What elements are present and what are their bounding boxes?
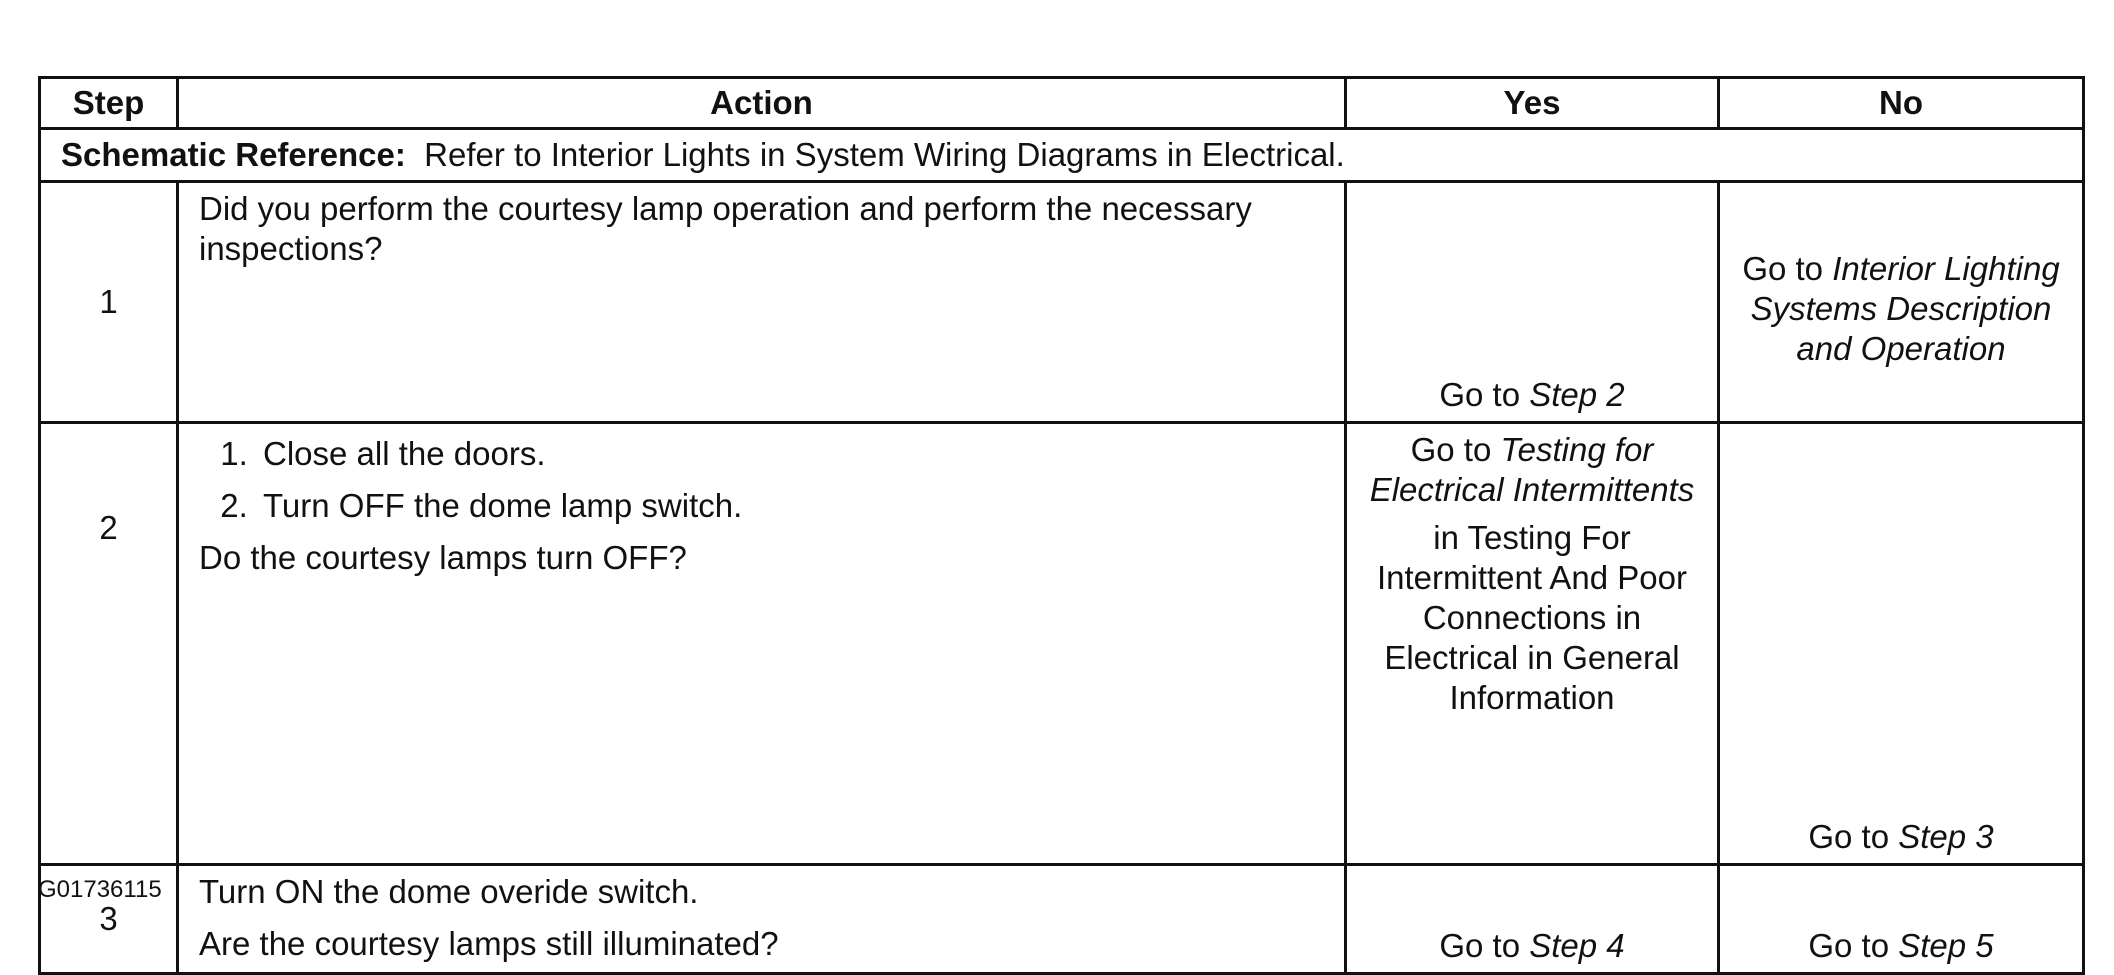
action-cell: Turn ON the dome overide switch. Are the… xyxy=(176,863,1347,975)
yes-link: Testing for Electrical Intermittents xyxy=(1369,431,1695,508)
action-question: Are the courtesy lamps still illuminated… xyxy=(199,925,779,962)
no-link: Step 5 xyxy=(1898,927,1994,964)
action-list: Close all the doors. Turn OFF the dome l… xyxy=(199,434,1324,526)
diagnostic-table-container: Step Action Yes No Schematic Reference: … xyxy=(38,76,2085,975)
step-number: 3 xyxy=(38,863,179,975)
action-list-item: Close all the doors. xyxy=(257,434,1324,474)
yes-link: Step 2 xyxy=(1529,376,1625,413)
no-cell: Go to Step 3 xyxy=(1717,421,2085,866)
action-question: Do the courtesy lamps turn OFF? xyxy=(199,539,687,576)
yes-cell: Go to Testing for Electrical Intermitten… xyxy=(1344,421,1720,866)
schematic-text: Refer to Interior Lights in System Wirin… xyxy=(424,136,1345,173)
action-text: Did you perform the courtesy lamp operat… xyxy=(199,190,1252,267)
action-cell: Did you perform the courtesy lamp operat… xyxy=(176,180,1347,424)
no-prefix: Go to xyxy=(1808,927,1899,964)
no-prefix: Go to xyxy=(1742,250,1833,287)
yes-prefix: Go to xyxy=(1439,927,1530,964)
graphic-id: G01736115 xyxy=(38,876,162,903)
yes-block: Go to Testing for Electrical Intermitten… xyxy=(1357,430,1707,718)
header-yes: Yes xyxy=(1344,76,1720,130)
header-no: No xyxy=(1717,76,2085,130)
step-number: 1 xyxy=(38,180,179,424)
no-prefix: Go to xyxy=(1808,818,1899,855)
no-cell: Go to Interior Lighting Systems Descript… xyxy=(1717,180,2085,424)
yes-cell: Go to Step 4 xyxy=(1344,863,1720,975)
header-action: Action xyxy=(176,76,1347,130)
diagnostic-table: Step Action Yes No Schematic Reference: … xyxy=(38,76,2085,975)
action-cell: Close all the doors. Turn OFF the dome l… xyxy=(176,421,1347,866)
table-row: 3 Turn ON the dome overide switch. Are t… xyxy=(38,863,2085,975)
table-row: 1 Did you perform the courtesy lamp oper… xyxy=(38,180,2085,424)
no-link: Step 3 xyxy=(1898,818,1994,855)
step-number: 2 xyxy=(38,421,179,866)
yes-link: Step 4 xyxy=(1529,927,1625,964)
header-step: Step xyxy=(38,76,179,130)
yes-link-line: Go to Testing for Electrical Intermitten… xyxy=(1357,430,1707,510)
schematic-row: Schematic Reference: Refer to Interior L… xyxy=(38,127,2085,183)
yes-prefix: Go to xyxy=(1410,431,1501,468)
action-list-item: Turn OFF the dome lamp switch. xyxy=(257,486,1324,526)
yes-prefix: Go to xyxy=(1439,376,1530,413)
schematic-reference: Schematic Reference: Refer to Interior L… xyxy=(38,127,2085,183)
action-text: Turn ON the dome overide switch. xyxy=(199,873,699,910)
schematic-label: Schematic Reference: xyxy=(61,136,406,173)
no-cell: Go to Step 5 xyxy=(1717,863,2085,975)
yes-suffix: in Testing For Intermittent And Poor Con… xyxy=(1376,519,1687,716)
yes-cell: Go to Step 2 xyxy=(1344,180,1720,424)
no-link: Interior Lighting Systems Description an… xyxy=(1750,250,2060,367)
header-row: Step Action Yes No xyxy=(38,76,2085,130)
table-row: 2 Close all the doors. Turn OFF the dome… xyxy=(38,421,2085,866)
